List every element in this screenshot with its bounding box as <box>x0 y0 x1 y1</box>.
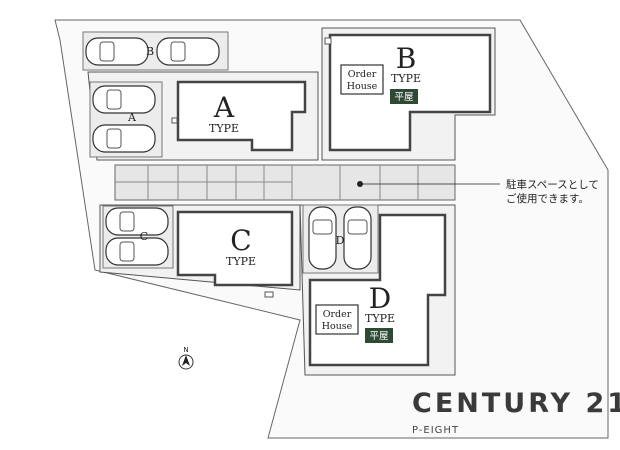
compass-label: N <box>183 346 188 354</box>
car <box>156 37 220 66</box>
brand-logo: CENTURY 21 <box>412 388 620 419</box>
meter-mark <box>171 117 178 124</box>
building-a-letter: A <box>213 91 235 124</box>
building-a-type: TYPE <box>209 122 239 135</box>
brand-branch: P-EIGHT <box>412 425 460 436</box>
parking-label-a: A <box>127 111 137 124</box>
single-story-badge-b <box>390 89 418 104</box>
parking-note: 駐車スペースとして ご使用できます。 <box>506 178 616 206</box>
single-story-badge-b-text: 平屋 <box>394 92 413 103</box>
compass-icon <box>178 354 194 370</box>
car <box>308 206 337 270</box>
parking-label-c: C <box>140 230 148 243</box>
parking-label-d: D <box>336 234 345 247</box>
parking-note-line2: ご使用できます。 <box>506 193 589 205</box>
car <box>92 124 156 153</box>
building-d-type: TYPE <box>365 312 395 325</box>
building-b-type: TYPE <box>391 72 421 85</box>
order-house-d-line2: House <box>322 321 353 332</box>
single-story-badge-d-text: 平屋 <box>369 331 388 342</box>
building-c-footprint <box>176 210 294 287</box>
car <box>85 37 149 66</box>
road-grid <box>115 165 419 200</box>
building-b-letter: B <box>396 42 417 75</box>
building-c-type: TYPE <box>226 255 256 268</box>
building-d-letter: D <box>369 282 391 315</box>
order-house-box-b <box>340 64 384 95</box>
parking-note-line1: 駐車スペースとして <box>506 179 599 191</box>
car-windows <box>99 41 368 262</box>
parking-note-marker <box>357 181 363 187</box>
order-house-d-line1: Order <box>323 309 352 320</box>
car <box>92 85 156 114</box>
car <box>105 237 169 266</box>
car <box>343 206 372 270</box>
building-c-letter: C <box>230 224 251 257</box>
order-house-b-line2: House <box>347 81 378 92</box>
single-story-badge-d <box>365 328 393 343</box>
building-a-footprint <box>176 80 307 152</box>
meter-mark <box>324 37 332 45</box>
car <box>105 207 169 236</box>
order-house-box-d <box>315 304 359 335</box>
parking-label-b: B <box>146 45 154 58</box>
order-house-b-line1: Order <box>348 69 377 80</box>
car-group <box>85 37 372 270</box>
meter-mark <box>264 291 274 298</box>
